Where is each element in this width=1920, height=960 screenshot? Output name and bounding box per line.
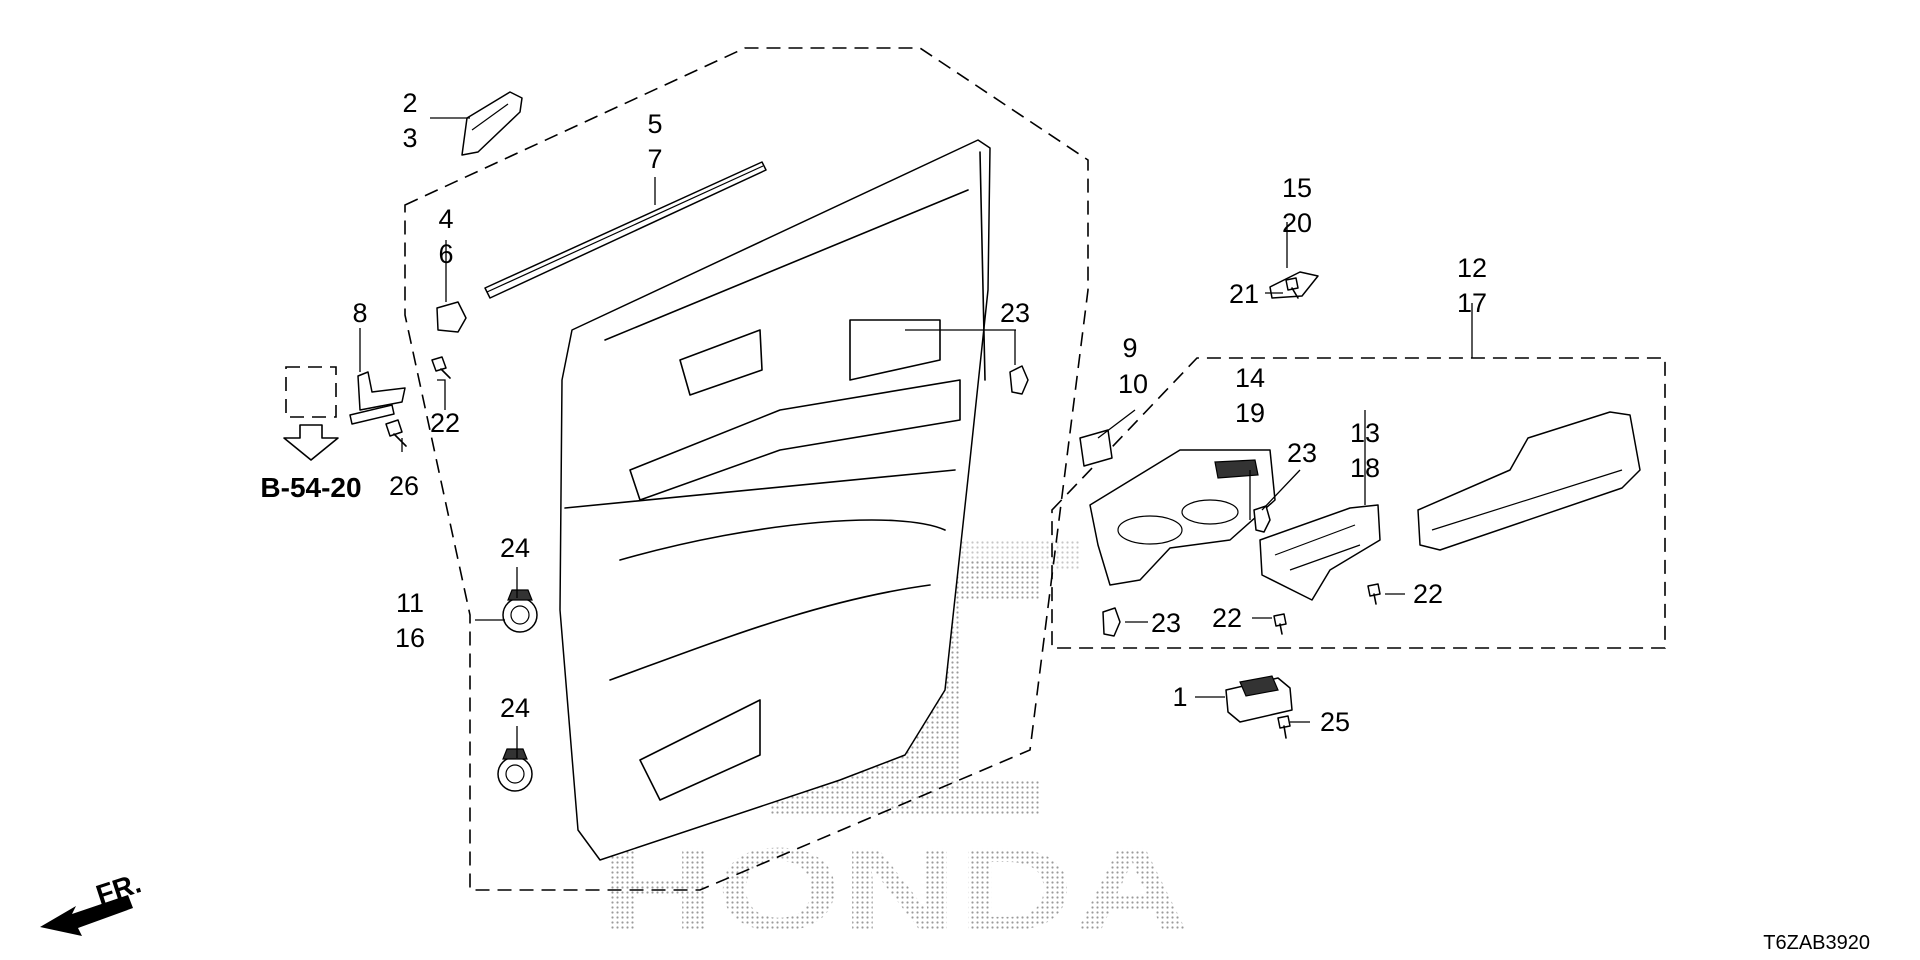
callout-15: 15 [1282,173,1312,203]
callout-6: 6 [438,239,453,269]
weatherstrip-part [484,161,767,299]
callout-12: 12 [1457,253,1487,283]
callout-5: 5 [647,109,662,139]
callout-22: 22 [430,408,460,438]
bracket-part [349,371,406,425]
reference-label: B-54-20 [260,472,361,503]
callout-13: 13 [1350,418,1380,448]
callout-4: 4 [438,204,453,234]
callout-14: 14 [1235,363,1265,393]
armrest-part [1417,411,1641,551]
grommet-part [497,748,533,792]
callout-22: 22 [1413,579,1443,609]
leader-lines [359,117,1473,758]
callout-7: 7 [647,144,662,174]
callout-8: 8 [352,298,367,328]
screw-part [1367,583,1381,605]
callout-26: 26 [389,471,419,501]
callout-labels: 2 3 5 7 4 6 8 22 26 B-54-20 24 11 16 24 … [92,88,1870,954]
callout-11: 11 [396,588,424,618]
callout-24: 24 [500,533,530,563]
switch-bracket-part [1259,504,1381,601]
corner-garnish-part [461,91,523,156]
callout-23: 23 [1151,608,1181,638]
grommet-part [502,589,538,633]
callout-9: 9 [1122,333,1137,363]
screw-part [1273,613,1287,635]
reference-arrow [283,424,339,461]
callout-24: 24 [500,693,530,723]
screw-part [431,356,451,379]
callout-23: 23 [1000,298,1030,328]
callout-22: 22 [1212,603,1242,633]
cap-part [1079,429,1113,467]
watermark-text: HONDA [600,824,1190,956]
screw-part [1277,715,1291,739]
clip-part [1253,505,1271,533]
screw-part [385,419,407,447]
callout-2: 2 [402,88,417,118]
front-indicator-label: FR. [92,867,144,910]
callout-20: 20 [1282,208,1312,238]
door-lining-boundary [404,47,1089,891]
callout-25: 25 [1320,707,1350,737]
callout-3: 3 [402,123,417,153]
callout-17: 17 [1457,288,1487,318]
clip-part [1009,365,1029,395]
callout-16: 16 [395,623,425,653]
callout-23: 23 [1287,438,1317,468]
callout-21: 21 [1229,279,1259,309]
diagram-code: T6ZAB3920 [1763,932,1870,954]
callout-19: 19 [1235,398,1265,428]
front-direction-arrow-icon [40,895,133,936]
reference-detail-box [285,366,337,418]
callout-18: 18 [1350,453,1380,483]
window-switch-part [1225,675,1293,723]
cup-holder-part [1089,449,1276,586]
clip-part [436,301,467,333]
armrest-group-boundary [1051,357,1666,649]
door-lining-panel [559,139,991,861]
callout-1: 1 [1172,682,1187,712]
clip-part [1102,607,1121,637]
screw-part [1285,277,1299,299]
callout-10: 10 [1118,369,1148,399]
